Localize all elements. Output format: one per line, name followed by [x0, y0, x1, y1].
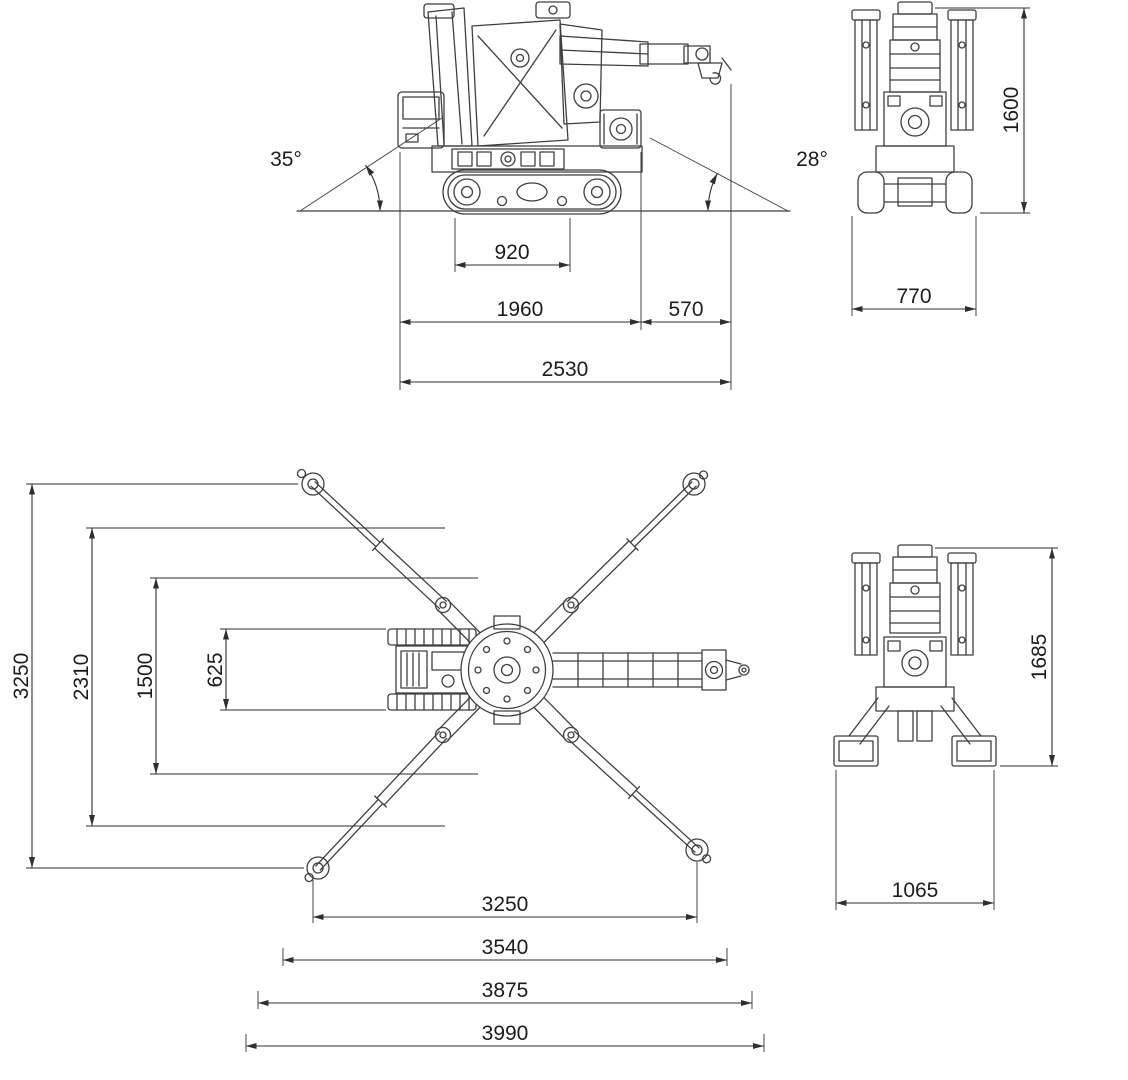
- label-920: 920: [494, 241, 529, 264]
- label-v-2310: 2310: [70, 654, 93, 701]
- side-view-drawing: [296, 1, 791, 215]
- label-v-1500: 1500: [134, 653, 157, 700]
- plan-view-dimensions: 3250 2310 1500 625 3250 3540 3875 3990: [10, 483, 765, 1052]
- label-angle-right: 28°: [796, 148, 828, 171]
- label-1600: 1600: [1000, 87, 1023, 134]
- angle-line-left: [299, 117, 443, 212]
- angle-arc-right: [705, 173, 718, 212]
- label-2530: 2530: [542, 358, 589, 381]
- label-angle-left: 35°: [270, 148, 302, 171]
- label-1960: 1960: [497, 298, 544, 321]
- plan-tracks: [387, 628, 477, 711]
- plan-view-drawing: [296, 468, 750, 883]
- side-view-dimensions: 35° 28° 920 1960 570 2530: [270, 84, 828, 390]
- label-1065: 1065: [892, 879, 939, 902]
- outrigger-arm-upper-right: [566, 470, 709, 610]
- plan-boom: [552, 649, 750, 691]
- angle-arc-left: [365, 164, 383, 212]
- angle-line-right: [649, 137, 789, 212]
- outrigger-arm-lower-left: [304, 730, 448, 883]
- label-h-3250: 3250: [482, 893, 529, 916]
- label-570: 570: [668, 298, 703, 321]
- front-view-stowed-dimensions: 1600 770: [851, 7, 1030, 316]
- outrigger-arm-lower-right: [566, 730, 712, 864]
- label-h-3875: 3875: [482, 979, 529, 1002]
- outrigger-arm-upper-left: [296, 468, 448, 610]
- front-view-outriggers-dimensions: 1685 1065: [835, 547, 1058, 910]
- plan-turret: [460, 615, 554, 725]
- front-view-outriggers-drawing: [833, 544, 997, 767]
- label-1685: 1685: [1028, 634, 1051, 681]
- front-view-stowed-drawing: [851, 1, 977, 214]
- label-v-625: 625: [204, 652, 227, 687]
- label-v-3250: 3250: [10, 653, 33, 700]
- label-h-3990: 3990: [482, 1022, 529, 1045]
- label-h-3540: 3540: [482, 936, 529, 959]
- label-770: 770: [896, 285, 931, 308]
